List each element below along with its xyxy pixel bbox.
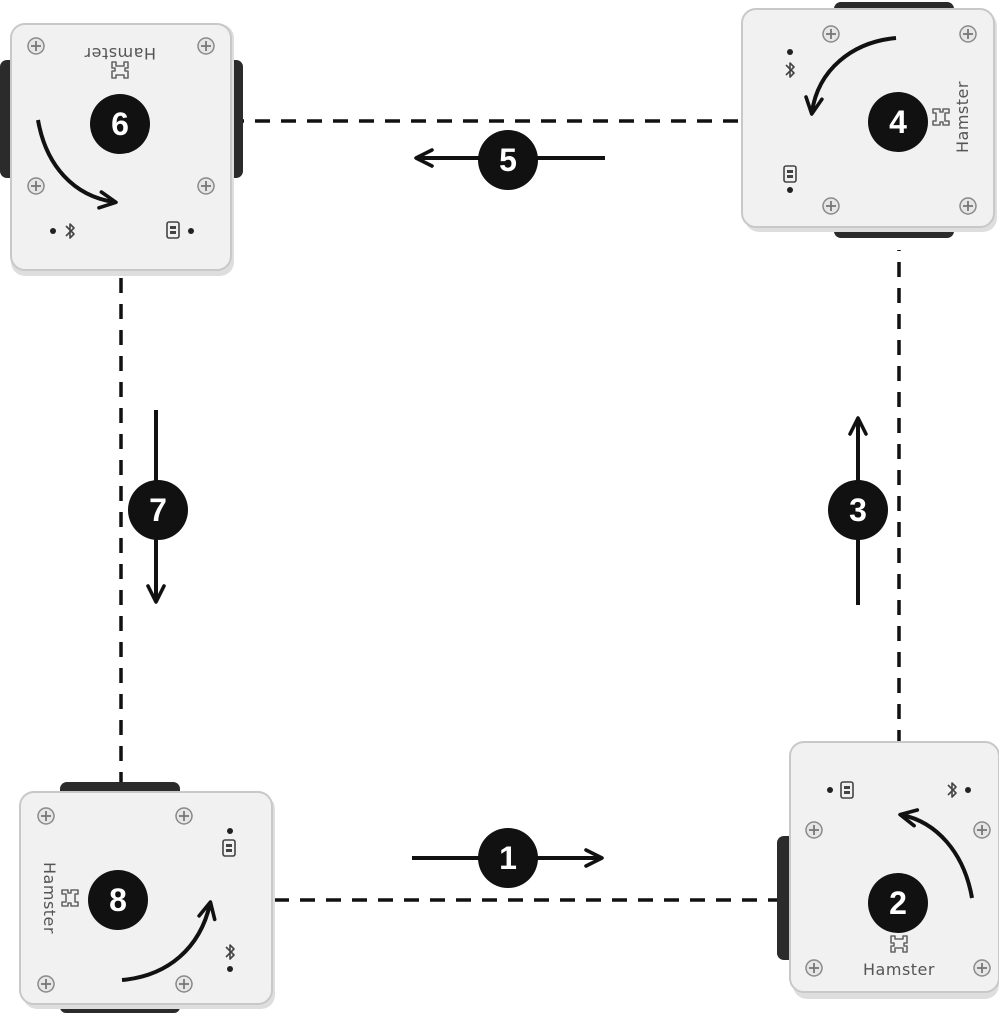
robot-brand-label: Hamster (863, 960, 935, 979)
screw-icon (197, 37, 215, 55)
robot-brand-label: Hamster (84, 44, 156, 63)
bluetooth-icon (50, 223, 75, 239)
path-lines (119, 119, 901, 902)
step-badge-1: 1 (478, 828, 538, 888)
step-number: 3 (849, 492, 867, 528)
robot-body (741, 8, 995, 228)
rotation-arrows (36, 36, 974, 982)
step-number: 5 (499, 142, 517, 178)
screw-icon (822, 197, 840, 215)
step-badge-2: 2 (868, 873, 928, 933)
step-number: 2 (889, 885, 907, 921)
bluetooth-icon (947, 782, 971, 798)
step-badge-3: 3 (828, 480, 888, 540)
screw-icon (973, 959, 991, 977)
battery-icon (827, 781, 854, 799)
step-badge-6: 6 (90, 94, 150, 154)
robot-brand-label: Hamster (40, 862, 59, 934)
step-number: 6 (111, 106, 129, 142)
screw-icon (959, 25, 977, 43)
step-badge-4: 4 (868, 92, 928, 152)
rotate-arrow-icon (36, 119, 118, 210)
screw-icon (197, 177, 215, 195)
step-number: 7 (149, 492, 167, 528)
robot-brand-label: Hamster (953, 81, 972, 153)
movement-arrows (146, 148, 868, 868)
step-number: 1 (499, 840, 517, 876)
rotate-arrow-icon (804, 36, 897, 116)
rotate-arrow-icon (121, 900, 217, 982)
screw-icon (973, 821, 991, 839)
screw-icon (959, 197, 977, 215)
screw-icon (805, 821, 823, 839)
screw-icon (27, 37, 45, 55)
battery-icon (783, 165, 797, 193)
step-badge-5: 5 (478, 130, 538, 190)
screw-icon (37, 975, 55, 993)
screw-icon (37, 807, 55, 825)
step-badge-7: 7 (128, 480, 188, 540)
screw-icon (27, 177, 45, 195)
hamster-robot-bottom-right: Hamster (777, 741, 999, 999)
battery-icon (166, 221, 194, 239)
robot-body (789, 741, 999, 993)
rotate-arrow-icon (898, 808, 974, 899)
hamster-robot-top-right: Hamster (741, 2, 997, 238)
step-badge-8: 8 (88, 870, 148, 930)
screw-icon (175, 807, 193, 825)
step-number: 8 (109, 882, 127, 918)
bluetooth-icon (785, 49, 795, 78)
step-number: 4 (889, 104, 907, 140)
battery-icon (222, 828, 236, 857)
bluetooth-icon (225, 944, 235, 972)
screw-icon (805, 959, 823, 977)
screw-icon (822, 25, 840, 43)
screw-icon (175, 975, 193, 993)
